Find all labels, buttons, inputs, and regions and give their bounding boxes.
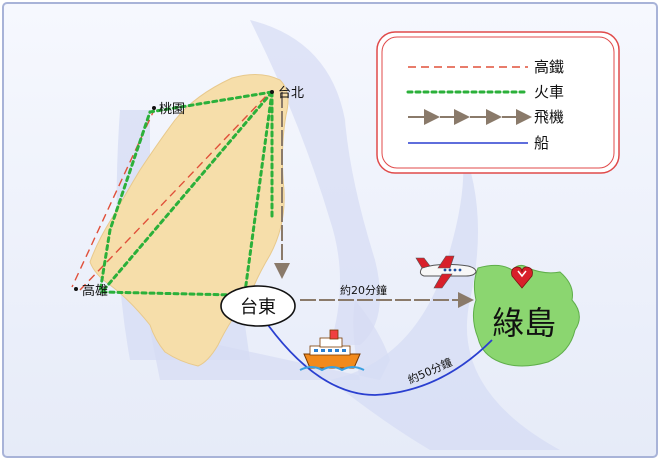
flight-route (274, 92, 474, 308)
airplane-icon (415, 255, 477, 289)
taitung-label: 台東 (240, 297, 276, 318)
kaohsiung-dot (74, 287, 78, 291)
heart-marker-icon (511, 266, 533, 289)
ferry-route (267, 324, 493, 396)
legend-train-label: 火車 (534, 83, 564, 101)
flight-time-label: 約20分鐘 (340, 283, 387, 297)
legend-flight-label: 飛機 (534, 108, 564, 126)
legend: 高鐵 火車 飛機 船 (376, 31, 620, 174)
green-island (472, 264, 580, 367)
taipei-label: 台北 (278, 86, 304, 101)
green-island-label: 綠島 (492, 304, 556, 342)
taitung-marker (220, 285, 296, 327)
train-route (98, 90, 274, 297)
taoyuan-label: 桃園 (159, 102, 185, 117)
taoyuan-dot (152, 106, 156, 110)
kaohsiung-label: 高雄 (82, 283, 108, 299)
taipei-dot (270, 90, 274, 94)
legend-hsr-label: 高鐵 (534, 58, 564, 76)
legend-ferry-label: 船 (534, 134, 549, 152)
ferry-icon (299, 329, 365, 372)
